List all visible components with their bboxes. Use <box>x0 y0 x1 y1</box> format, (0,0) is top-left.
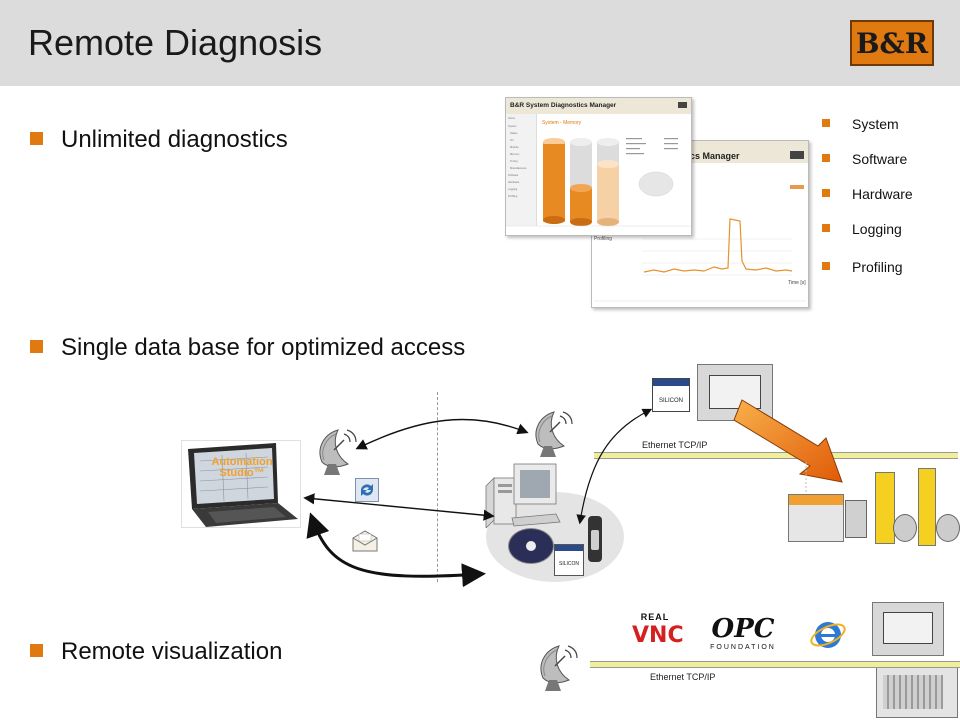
laptop-illustration <box>188 443 298 527</box>
vnc-text: VNC <box>632 623 684 648</box>
real-text: REAL <box>640 612 670 622</box>
br-logo: B&R <box>850 20 934 66</box>
drive-module-2 <box>918 468 936 546</box>
bullet-text: Unlimited diagnostics <box>61 126 288 153</box>
diag-item-software: Software <box>822 151 907 167</box>
bullet-marker <box>30 132 43 146</box>
ethernet-label-bottom: Ethernet TCP/IP <box>650 672 716 682</box>
bullet-marker <box>822 224 830 233</box>
opc-text: OPC <box>711 614 775 644</box>
bullet-marker <box>822 262 830 271</box>
servo-motor-1 <box>893 514 917 542</box>
svg-text:Logging: Logging <box>508 187 518 191</box>
bullet-marker <box>822 154 830 163</box>
profiling-chart <box>594 218 806 302</box>
diag-item-profiling: Profiling <box>822 259 903 275</box>
laptop-image: Automation Studio™ <box>181 440 301 528</box>
sdm-window-title: cs Manager <box>690 151 740 161</box>
realvnc-logo: REAL VNC <box>632 612 684 658</box>
svg-text:System: System <box>508 124 517 128</box>
sdm-window-title: B&R System Diagnostics Manager <box>510 102 617 109</box>
pc-icon <box>485 463 561 528</box>
bullet-marker <box>30 340 43 354</box>
ethernet-bus-top <box>594 452 958 459</box>
compact-flash-icon: SILICON <box>554 544 584 576</box>
profiling-label: Profiling <box>594 236 613 242</box>
diag-item-hardware: Hardware <box>822 186 913 202</box>
sdm-mini-logo <box>678 102 687 108</box>
hmi-panel-bottom <box>872 602 944 656</box>
diag-item-label: Hardware <box>852 186 913 202</box>
diag-item-label: System <box>852 116 899 132</box>
svg-text:Module: Module <box>510 145 519 149</box>
sdm-sidebar <box>506 114 537 226</box>
servo-motor-2 <box>936 514 960 542</box>
sdm-panel-title: System - Memory <box>542 120 582 126</box>
compact-flash-label: SILICON <box>658 398 683 404</box>
svg-text:Home: Home <box>508 116 515 120</box>
io-module <box>845 500 867 538</box>
diag-item-logging: Logging <box>822 221 902 237</box>
bullet-single-database: Single data base for optimized access <box>30 334 465 362</box>
time-axis-label: Time [s] <box>788 280 806 286</box>
title-bar <box>0 0 960 86</box>
diag-item-label: Profiling <box>852 259 903 275</box>
sdm-mini-logo <box>790 151 804 159</box>
automation-studio-brand: Automation Studio™ <box>211 456 273 479</box>
usb-stick-icon <box>588 516 602 562</box>
foundation-text: FOUNDATION <box>710 644 776 651</box>
svg-text:Memory: Memory <box>510 152 520 156</box>
bullet-unlimited-diagnostics: Unlimited diagnostics <box>30 126 288 154</box>
hmi-panel-top <box>697 364 773 421</box>
opc-foundation-logo: OPC FOUNDATION <box>696 614 790 656</box>
bullet-text: Remote visualization <box>61 638 283 665</box>
page-title: Remote Diagnosis <box>28 22 323 63</box>
satellite-dish-icon-left <box>319 429 357 475</box>
diag-item-system: System <box>822 116 899 132</box>
ethernet-bus-bottom <box>590 661 960 668</box>
svg-text:Timing: Timing <box>510 159 518 163</box>
ethernet-label-top: Ethernet TCP/IP <box>642 440 708 450</box>
diag-item-label: Software <box>852 151 908 167</box>
sdm-header-bar <box>506 98 691 114</box>
sdm-memory-screenshot: B&R System Diagnostics Manager System - … <box>505 97 692 236</box>
cd-icon <box>508 528 554 564</box>
divider-line <box>437 392 438 582</box>
mail-icon <box>352 530 378 552</box>
bullet-marker <box>30 644 43 658</box>
plc-controller <box>788 494 844 542</box>
sync-icon <box>355 478 379 502</box>
compact-flash-label: SILICON <box>558 561 579 567</box>
svg-text:Status: Status <box>510 131 518 135</box>
satellite-dish-icon-bottom <box>540 645 578 691</box>
bullet-marker <box>822 189 830 198</box>
compact-flash-card: SILICON <box>652 378 690 412</box>
svg-text:Profiling: Profiling <box>508 194 518 198</box>
svg-text:Software: Software <box>508 173 519 177</box>
svg-text:Hardware: Hardware <box>508 180 520 184</box>
internet-explorer-icon <box>808 614 848 654</box>
br-logo-text: B&R <box>855 27 929 60</box>
drive-module-1 <box>875 472 895 544</box>
bullet-remote-visualization: Remote visualization <box>30 638 282 666</box>
sdm-button <box>790 185 804 189</box>
industrial-pc-bottom <box>876 666 958 718</box>
svg-text:Miscellaneous: Miscellaneous <box>510 166 527 170</box>
bullet-marker <box>822 119 830 128</box>
bullet-text: Single data base for optimized access <box>61 334 466 361</box>
satellite-dish-icon-center <box>535 411 573 457</box>
diag-item-label: Logging <box>852 221 902 237</box>
svg-text:I/O: I/O <box>510 138 513 142</box>
